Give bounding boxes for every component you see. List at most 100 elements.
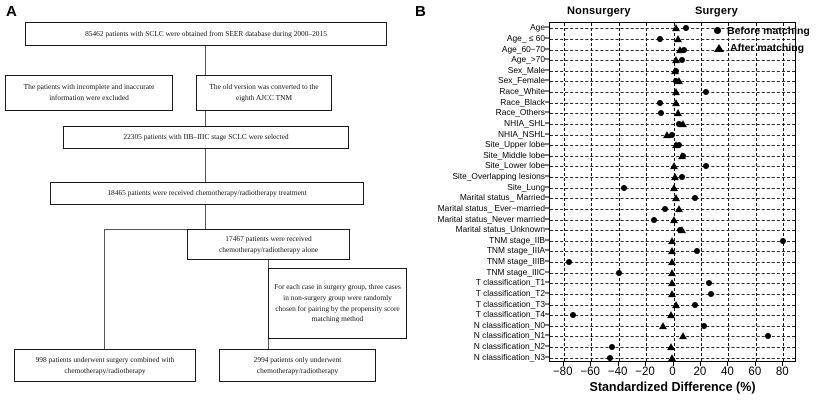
after-matching-marker bbox=[672, 56, 681, 64]
flowchart-box-b8: 998 patients underwent surgery combined … bbox=[14, 349, 196, 382]
flowchart-box-b2: The patients with incomplete and inaccur… bbox=[5, 75, 173, 111]
y-axis-tick bbox=[545, 356, 549, 358]
horizontal-gridline bbox=[550, 208, 795, 210]
before-matching-marker bbox=[780, 237, 787, 244]
after-matching-marker bbox=[669, 162, 678, 170]
y-axis-label: Marital status_ Married bbox=[459, 192, 545, 203]
x-axis-title: Standardized Difference (%) bbox=[589, 380, 756, 394]
before-matching-marker bbox=[681, 46, 688, 53]
y-axis-label: Age_ ≤ 60 bbox=[506, 32, 545, 43]
y-axis-label: T classification_T2 bbox=[475, 287, 545, 298]
x-axis-tick-label: −60 bbox=[580, 366, 600, 378]
after-matching-marker bbox=[677, 151, 686, 159]
y-axis-label: N classification_N2 bbox=[473, 341, 545, 352]
legend-label-after: After matching bbox=[730, 41, 805, 54]
y-axis-label: Marital status_Unknown bbox=[455, 224, 545, 235]
before-matching-marker bbox=[678, 174, 685, 181]
x-axis-tick bbox=[562, 362, 564, 366]
chart-legend: Before matching After matching bbox=[714, 22, 810, 56]
before-matching-marker bbox=[707, 290, 714, 297]
y-axis-label: NHIA_NSHL bbox=[497, 128, 545, 139]
x-axis-tick bbox=[672, 362, 674, 366]
y-axis-label: Site_Lung bbox=[507, 181, 545, 192]
y-axis-label: T classification_T3 bbox=[475, 298, 545, 309]
x-axis-tick-label: 80 bbox=[775, 366, 789, 378]
before-matching-marker bbox=[566, 259, 573, 266]
y-axis-tick bbox=[545, 313, 549, 315]
y-axis-tick bbox=[545, 26, 549, 28]
y-axis-label: TNM stage_IIB bbox=[489, 234, 545, 245]
after-matching-marker bbox=[662, 130, 671, 138]
y-axis-tick bbox=[545, 271, 549, 273]
y-axis-tick bbox=[545, 90, 549, 92]
before-matching-marker bbox=[570, 312, 577, 319]
y-axis-label: NHIA_SHL bbox=[504, 117, 545, 128]
after-matching-marker bbox=[668, 290, 677, 298]
before-matching-marker bbox=[607, 354, 614, 361]
x-axis-tick bbox=[699, 362, 701, 366]
y-axis-label: Marital status_Never married bbox=[437, 213, 545, 224]
after-matching-marker bbox=[674, 205, 683, 213]
horizontal-gridline bbox=[550, 38, 795, 40]
group-label-surgery: Surgery bbox=[695, 5, 738, 17]
after-matching-marker bbox=[676, 45, 685, 53]
before-matching-marker bbox=[765, 333, 772, 340]
y-axis-tick bbox=[545, 186, 549, 188]
after-matching-marker bbox=[668, 258, 677, 266]
before-matching-marker bbox=[700, 322, 707, 329]
after-matching-marker bbox=[668, 279, 677, 287]
y-axis-tick bbox=[545, 207, 549, 209]
y-axis-tick bbox=[545, 239, 549, 241]
before-matching-marker bbox=[692, 195, 699, 202]
x-axis-tick bbox=[782, 362, 784, 366]
y-axis-label: Marital status_ Ever−married bbox=[437, 202, 545, 213]
y-axis-label: Sex_Female bbox=[497, 75, 545, 86]
after-matching-marker bbox=[673, 35, 682, 43]
before-matching-marker bbox=[656, 35, 663, 42]
flowchart-box-b3: The old version was converted to the eig… bbox=[196, 75, 332, 111]
y-axis-label: Race_Black bbox=[500, 96, 545, 107]
legend-item-after: After matching bbox=[714, 39, 810, 56]
y-axis-tick bbox=[545, 133, 549, 135]
y-axis-label: Race_White bbox=[499, 86, 545, 97]
flow-connector-to-b8 bbox=[104, 229, 106, 349]
y-axis-tick bbox=[545, 101, 549, 103]
after-matching-marker bbox=[668, 247, 677, 255]
vertical-gridline bbox=[591, 23, 593, 361]
horizontal-gridline bbox=[550, 123, 795, 125]
after-matching-marker bbox=[672, 141, 681, 149]
y-axis-tick bbox=[545, 79, 549, 81]
y-axis-label: Age_>70 bbox=[511, 54, 545, 65]
y-axis-tick bbox=[545, 324, 549, 326]
horizontal-gridline bbox=[550, 155, 795, 157]
after-matching-marker bbox=[669, 215, 678, 223]
after-matching-marker bbox=[674, 77, 683, 85]
flow-connector-b5-split bbox=[205, 205, 207, 229]
flowchart-box-b1: 85462 patients with SCLC were obtained f… bbox=[25, 22, 387, 46]
y-axis-label: N classification_N1 bbox=[473, 330, 545, 341]
vertical-gridline bbox=[673, 23, 675, 361]
panel-a-label: A bbox=[6, 3, 17, 20]
y-axis-label: Site_Lower lobe bbox=[484, 160, 545, 171]
y-axis-label: Race_Others bbox=[495, 107, 545, 118]
x-axis-tick-label: 0 bbox=[669, 366, 676, 378]
x-axis-tick-label: −20 bbox=[635, 366, 655, 378]
y-axis-label: TNM stage_IIIC bbox=[486, 266, 545, 277]
after-matching-marker bbox=[679, 120, 688, 128]
x-axis-tick bbox=[617, 362, 619, 366]
after-matching-marker bbox=[672, 88, 681, 96]
after-matching-marker bbox=[668, 268, 677, 276]
before-matching-marker bbox=[678, 57, 685, 64]
x-axis-tick bbox=[727, 362, 729, 366]
before-matching-marker bbox=[692, 301, 699, 308]
after-matching-marker bbox=[666, 343, 675, 351]
after-matching-marker bbox=[673, 109, 682, 117]
before-matching-marker bbox=[615, 269, 622, 276]
flowchart-box-b6: 17467 patients were received chemotherap… bbox=[187, 229, 350, 260]
before-matching-marker bbox=[656, 99, 663, 106]
x-axis-tick-label: 60 bbox=[748, 366, 762, 378]
flowchart-box-b5: 18465 patients were received chemotherap… bbox=[50, 182, 364, 205]
x-axis-tick bbox=[590, 362, 592, 366]
vertical-gridline bbox=[755, 23, 757, 361]
